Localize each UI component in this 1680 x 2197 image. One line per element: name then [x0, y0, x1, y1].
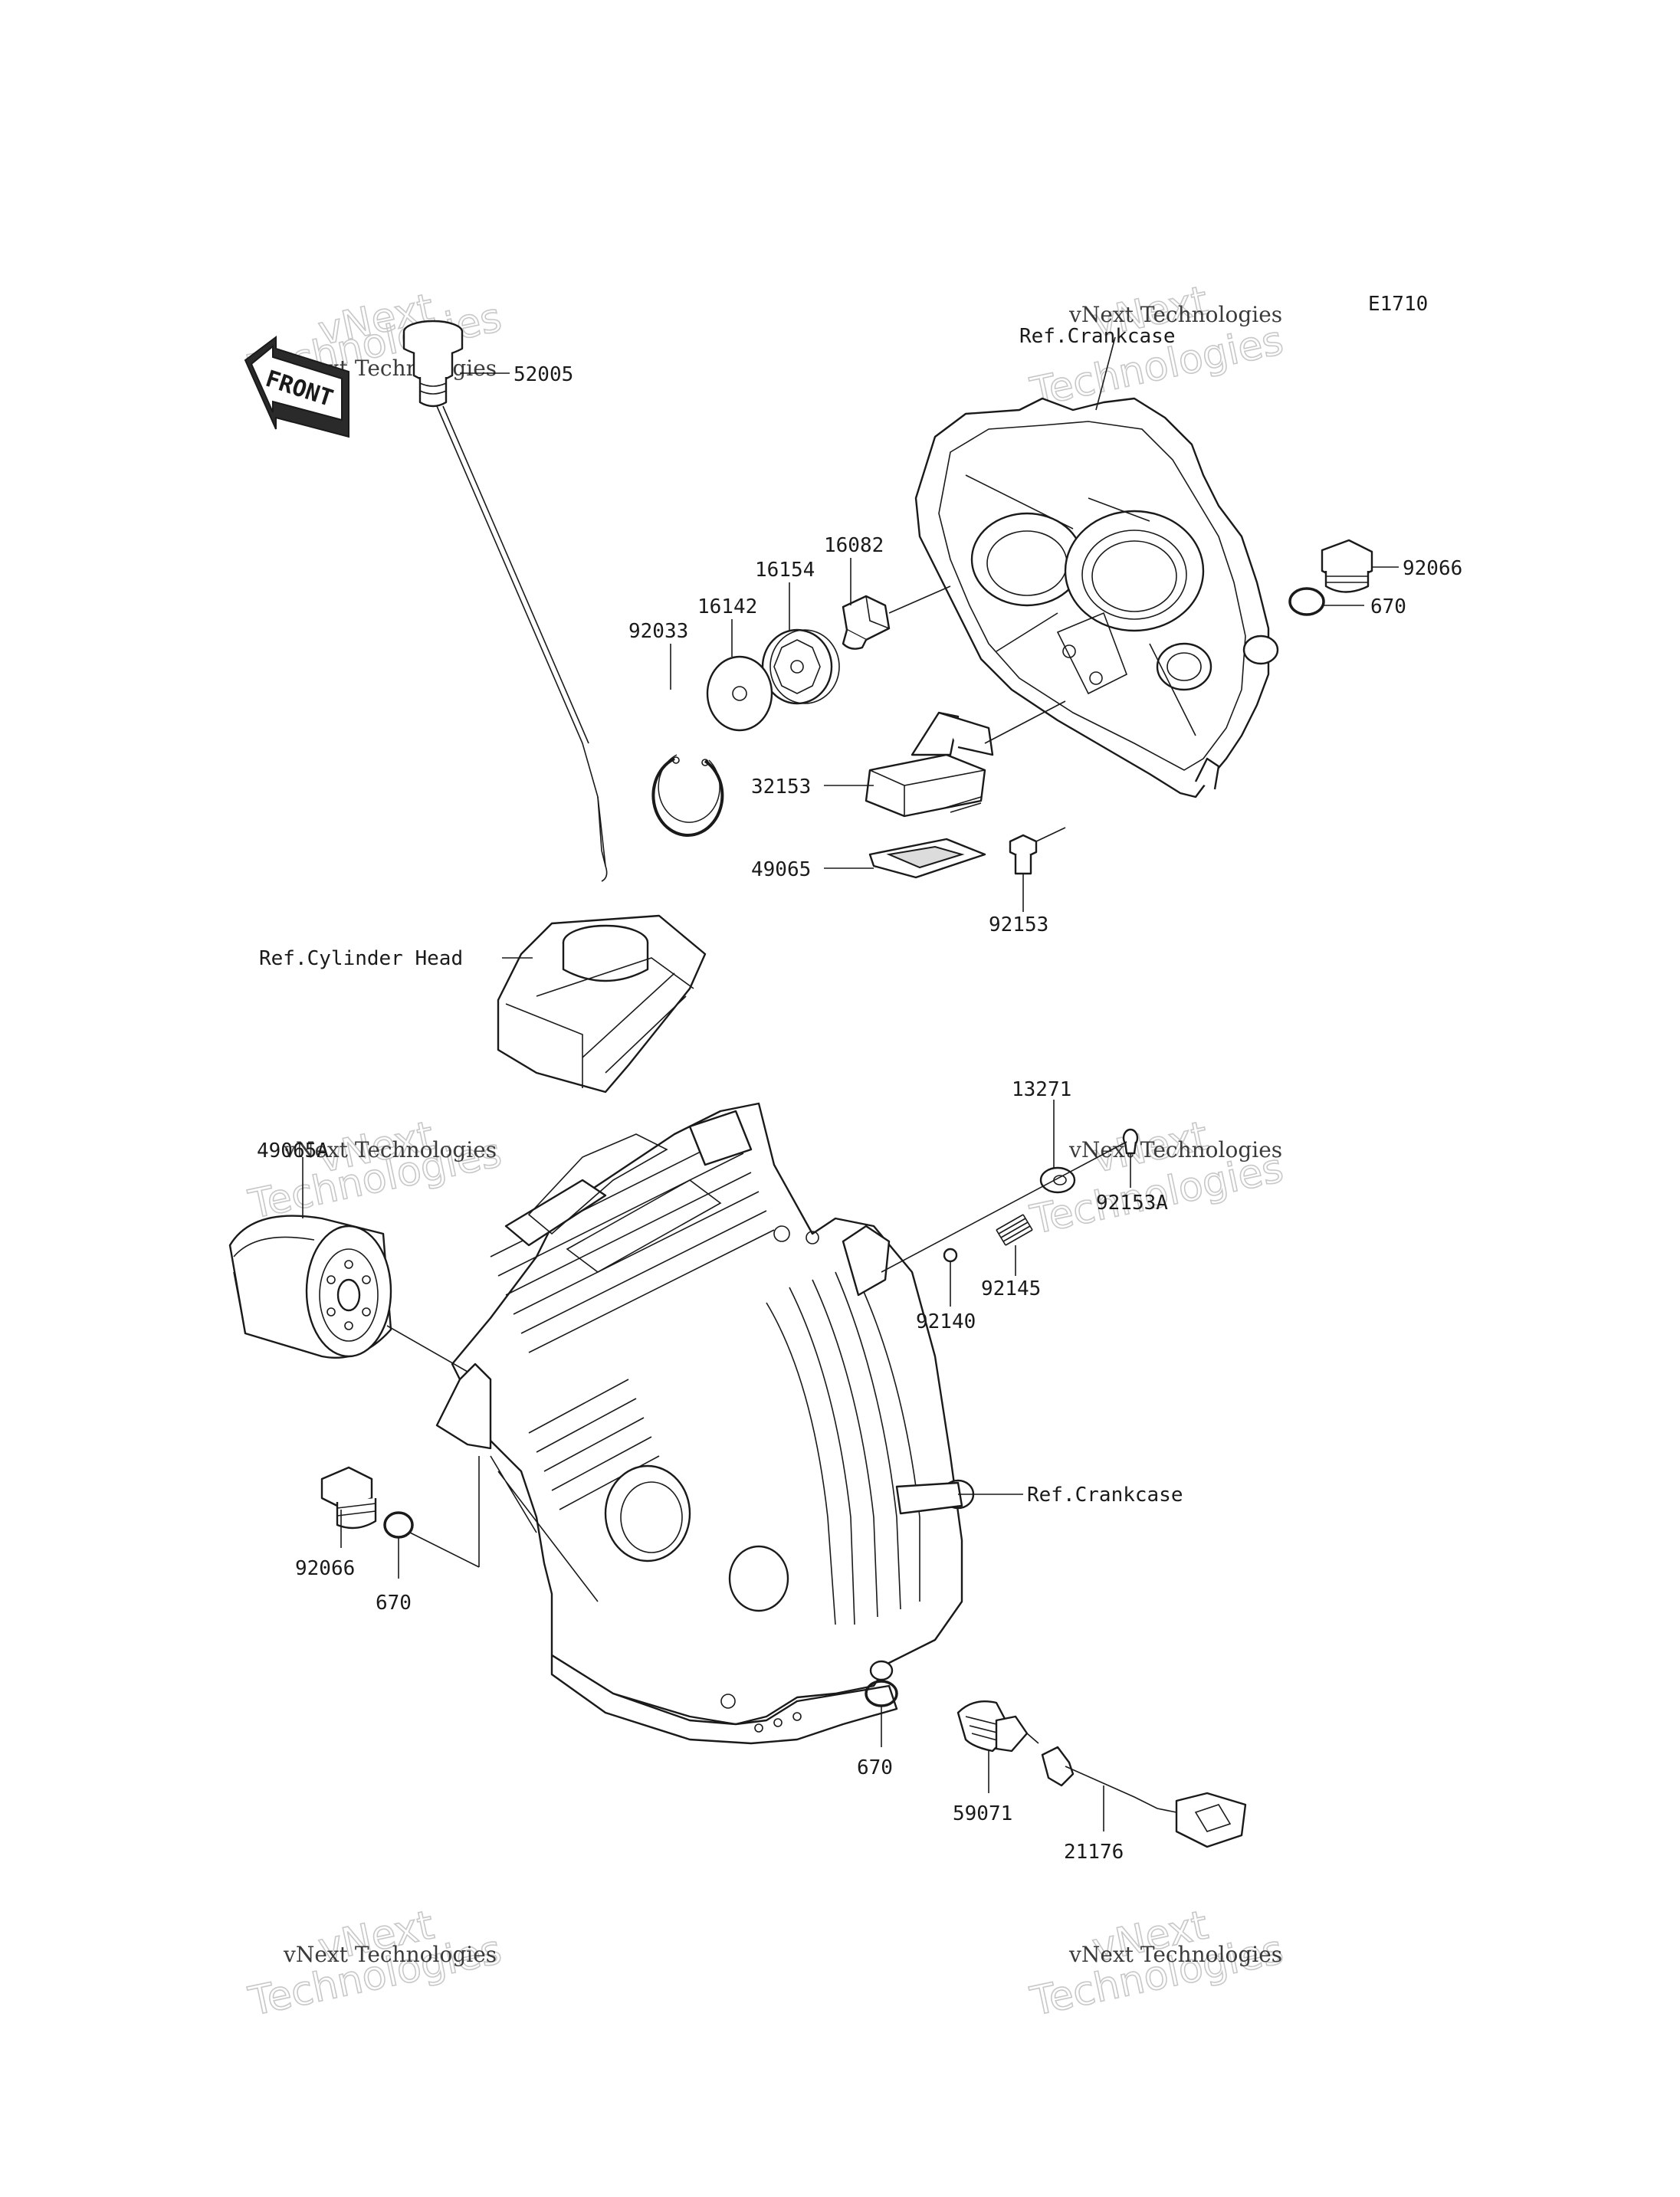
label-670-top: 670 — [1370, 595, 1406, 618]
plug-92066-top — [1321, 539, 1373, 593]
leader-oil-filter-part — [386, 1325, 468, 1372]
rotor-16082 — [842, 595, 891, 650]
label-92153A: 92153A — [1096, 1192, 1168, 1215]
cylinder-head-filler — [497, 914, 707, 1094]
bolt-92153A — [1122, 1128, 1139, 1155]
label-670-bottom: 670 — [857, 1756, 893, 1779]
bolt-92153 — [1009, 834, 1038, 875]
svg-text:vNext Technologies: vNext Technologies — [1068, 302, 1282, 327]
leader-ref-crankcase-top — [1095, 336, 1116, 411]
crankcase-cover — [914, 397, 1279, 798]
label-92140: 92140 — [916, 1310, 976, 1333]
leader-59071-part — [1026, 1733, 1039, 1744]
plug-92066-bottom — [320, 1466, 377, 1530]
leader-670-left-part — [409, 1532, 480, 1568]
crankcase-block — [435, 1102, 975, 1745]
oring-670-left — [383, 1511, 414, 1539]
svg-text:vNext Technologies: vNext Technologies — [1068, 1137, 1282, 1162]
label-92153: 92153 — [989, 913, 1048, 936]
dipstick-52005 — [402, 320, 608, 882]
label-16142: 16142 — [697, 595, 757, 618]
label-92066-bottom: 92066 — [295, 1557, 355, 1580]
label-92033: 92033 — [628, 620, 688, 643]
watermark-mid-left: Technologies vNext vNext Technologies — [244, 1113, 506, 1229]
label-ref-crankcase-bottom: Ref.Crankcase — [1027, 1484, 1183, 1507]
rotor-16154 — [761, 628, 840, 705]
leader-relief-axis — [881, 1141, 1127, 1273]
watermark-bottom-left: Technologies vNext vNext Technologies — [244, 1902, 506, 2026]
leader-92153-part — [1035, 827, 1066, 842]
ball-92140 — [943, 1248, 958, 1263]
label-670-left: 670 — [376, 1592, 412, 1615]
screen-49065 — [868, 838, 986, 879]
label-16154: 16154 — [755, 559, 815, 582]
label-16082: 16082 — [824, 534, 884, 557]
svg-text:vNext Technologies: vNext Technologies — [283, 1942, 497, 1967]
label-92145: 92145 — [981, 1277, 1041, 1300]
diagram-code: E1710 — [1368, 293, 1428, 316]
svg-text:vNext Technologies: vNext Technologies — [1068, 1942, 1282, 1967]
oring-670-top — [1288, 587, 1325, 616]
label-ref-crankcase-top: Ref.Crankcase — [1019, 325, 1176, 348]
oil-filter — [228, 1215, 392, 1359]
label-13271: 13271 — [1012, 1078, 1071, 1101]
label-21176: 21176 — [1064, 1841, 1124, 1864]
label-49065: 49065 — [751, 858, 811, 881]
label-52005: 52005 — [514, 363, 573, 386]
circlip-92033 — [651, 754, 724, 837]
label-32153: 32153 — [751, 776, 811, 798]
svg-text:vNext Technologies: vNext Technologies — [283, 1137, 497, 1162]
label-59071: 59071 — [953, 1802, 1012, 1825]
adapter-59071 — [956, 1700, 1029, 1753]
front-arrow-icon: FRONT — [244, 336, 349, 438]
label-92066-top: 92066 — [1403, 557, 1462, 580]
leader-16082-part — [888, 585, 951, 614]
switch-21176 — [1041, 1746, 1247, 1848]
label-ref-cylinder-head: Ref.Cylinder Head — [259, 947, 463, 970]
leader-32153-part — [984, 700, 1066, 744]
washer-16142 — [706, 655, 773, 732]
strainer-32153 — [865, 711, 994, 818]
label-oil-filter: 49065A — [257, 1139, 329, 1162]
spring-92145 — [996, 1214, 1033, 1246]
watermark-bottom-right: Technologies vNext vNext Technologies — [1025, 1902, 1288, 2026]
